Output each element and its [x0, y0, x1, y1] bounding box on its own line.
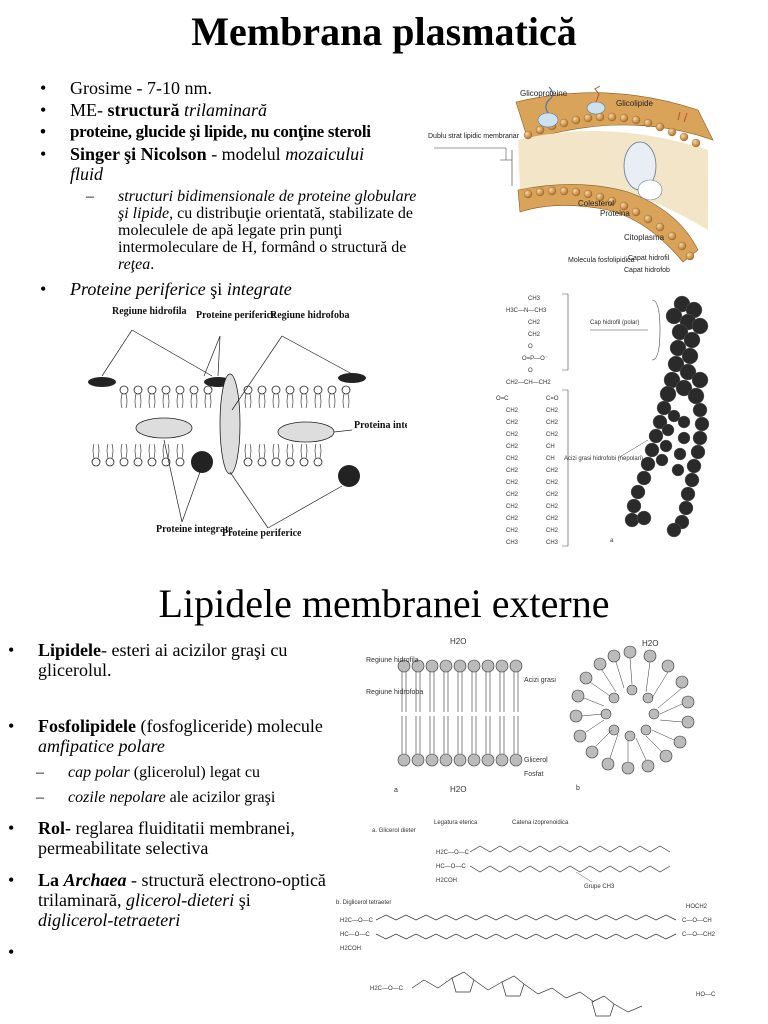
- slide1-bullets: Grosime - 7-10 nm. ME- structură trilami…: [40, 78, 420, 299]
- bullet-me: ME- structură trilaminară: [40, 100, 420, 120]
- svg-text:CH2: CH2: [546, 432, 559, 438]
- label-fosfat: Fosfat: [524, 771, 544, 778]
- svg-text:H2C—O—C: H2C—O—C: [340, 918, 374, 924]
- svg-text:CH3: CH3: [528, 296, 541, 302]
- slide2-bullets: Lipidele- esteri ai acizilor graşi cu gl…: [8, 640, 328, 942]
- archaea-lipids-figure: a. Glicerol dieter Legatura eterica Cate…: [336, 812, 736, 1024]
- svg-text:CH2: CH2: [546, 420, 559, 426]
- label-glicoproteine: Glicoproteine: [520, 89, 568, 98]
- bullet-fosfolipidele: Fosfolipidele (fosfogliceride) molecule …: [8, 716, 328, 756]
- label-regiune-hidrofoba: Regiune hidrofoba: [366, 689, 423, 696]
- bullet-singer: Singer şi Nicolson - modelul mozaicului …: [40, 144, 400, 184]
- svg-text:H2COH: H2COH: [436, 878, 457, 884]
- svg-text:CH2: CH2: [546, 480, 559, 486]
- svg-text:H2C—O—C: H2C—O—C: [436, 850, 470, 856]
- label-colesterol: Colesterol: [578, 199, 614, 208]
- svg-text:CH2: CH2: [506, 420, 519, 426]
- bullet-lipidele: Lipidele- esteri ai acizilor graşi cu gl…: [8, 640, 328, 680]
- bullet-proteine: Proteine periferice şi integrate: [40, 279, 420, 299]
- bullet-archaea: La Archaea - structură electrono-optică …: [8, 870, 328, 930]
- label-h2o-top: H2O: [450, 637, 466, 646]
- label-proteine-periferice-2: Proteine periferice: [222, 528, 302, 539]
- svg-text:CH2: CH2: [528, 320, 541, 326]
- label-acizi-grasi: Acizi grasi: [524, 677, 556, 684]
- sub-bullet-cozile: cozile nepolare ale acizilor graşi: [36, 789, 308, 806]
- label-regiune-hidrofoba: Regiune hidrofoba: [270, 310, 350, 321]
- sub-bullet-cap-polar: cap polar (glicerolul) legat cu: [36, 764, 338, 781]
- label-regiune-hidrofila-1: Regiune hidrofila: [112, 306, 187, 317]
- label-capat-hidrofob: Capat hidrofob: [624, 267, 670, 274]
- svg-text:HOCH2: HOCH2: [686, 904, 708, 910]
- svg-text:CH3: CH3: [546, 540, 559, 546]
- svg-text:CH2: CH2: [546, 492, 559, 498]
- label-citoplasma: Citoplasma: [624, 233, 665, 242]
- svg-text:C—O—CH: C—O—CH: [682, 918, 712, 924]
- slide1-title: Membrana plasmatică: [0, 8, 768, 55]
- label-proteine-periferice-1: Proteine periferice: [196, 310, 276, 321]
- label-glicerol-dieter: a. Glicerol dieter: [372, 828, 416, 834]
- label-letter-a: a: [610, 538, 614, 544]
- svg-text:CH2: CH2: [506, 468, 519, 474]
- fluid-mosaic-diagram: Regiune hidrofila Proteine periferice Re…: [72, 300, 407, 550]
- svg-text:CH2: CH2: [506, 480, 519, 486]
- label-dublu-strat: Dublu strat lipidic membranar: [428, 133, 520, 140]
- svg-text:CH2: CH2: [506, 408, 519, 414]
- svg-text:CH2: CH2: [546, 468, 559, 474]
- svg-text:CH3: CH3: [506, 540, 519, 546]
- svg-text:CH2: CH2: [528, 332, 541, 338]
- svg-text:C—O—CH2: C—O—CH2: [682, 932, 716, 938]
- label-bilayer-a: a: [394, 787, 398, 794]
- bullet-grosime: Grosime - 7-10 nm.: [40, 78, 420, 98]
- label-proteina-integrata: Proteina integrata: [354, 420, 407, 431]
- svg-text:H3C—N—CH3: H3C—N—CH3: [506, 308, 547, 314]
- bullet-rol: Rol- reglarea fluiditatii membranei, per…: [8, 818, 308, 858]
- svg-text:CH2: CH2: [546, 408, 559, 414]
- svg-text:CH2: CH2: [506, 432, 519, 438]
- label-regiune-hidrofila: Regiune hidrofila: [366, 657, 419, 664]
- svg-text:O=P—O⁻: O=P—O⁻: [522, 356, 548, 362]
- label-h2o-bottom: H2O: [450, 785, 466, 794]
- label-capat-hidrofil: Capat hidrofil: [628, 255, 670, 262]
- svg-text:CH2: CH2: [506, 528, 519, 534]
- bilayer-micelle-figure: H2O H2O H2O Regiune hidrofila Regiune hi…: [366, 632, 726, 802]
- svg-text:O: O: [528, 368, 533, 374]
- svg-text:C=O: C=O: [546, 396, 559, 402]
- svg-text:CH2—CH—CH2: CH2—CH—CH2: [506, 380, 551, 386]
- label-cap-hidrofil: Cap hidrofil (polar): [590, 320, 639, 326]
- label-acizi-grasi-hidrofobi: Acizi grasi hidrofobi (nepolari): [564, 456, 643, 462]
- svg-text:CH: CH: [546, 444, 555, 450]
- label-h2o-micelle: H2O: [642, 639, 658, 648]
- label-diglicerol-tetraeter: b. Diglicerol tetraeter: [336, 900, 391, 906]
- svg-text:CH2: CH2: [546, 504, 559, 510]
- label-molecula: Molecula fosfolipidica: [568, 257, 635, 264]
- svg-text:CH2: CH2: [506, 492, 519, 498]
- svg-text:HO—C: HO—C: [696, 992, 716, 998]
- svg-text:CH: CH: [546, 456, 555, 462]
- label-micelle-b: b: [576, 785, 580, 792]
- svg-text:O=C: O=C: [496, 396, 509, 402]
- label-glicerol: Glicerol: [524, 757, 548, 764]
- svg-text:HC—O—C: HC—O—C: [340, 932, 370, 938]
- svg-text:CH2: CH2: [506, 516, 519, 522]
- svg-text:CH2: CH2: [506, 504, 519, 510]
- svg-text:CH2: CH2: [546, 528, 559, 534]
- membrane-3d-figure: Glicoproteine Glicolipide Dublu strat li…: [428, 80, 718, 280]
- label-glicolipide: Glicolipide: [616, 99, 653, 108]
- label-catena-izoprenoidica: Catena izoprenoidica: [512, 820, 569, 826]
- label-legatura-eterica: Legatura eterica: [434, 820, 478, 826]
- svg-text:H2COH: H2COH: [340, 946, 361, 952]
- svg-text:H2C—O—C: H2C—O—C: [370, 986, 404, 992]
- bullet-composition: proteine, glucide şi lipide, nu conţine …: [40, 122, 420, 142]
- svg-text:O: O: [528, 344, 533, 350]
- label-grupe-ch3: Grupe CH3: [584, 884, 615, 890]
- label-proteina: Proteina: [600, 209, 630, 218]
- slide2-title: Lipidele membranei externe: [0, 580, 768, 627]
- svg-text:CH2: CH2: [506, 444, 519, 450]
- sub-bullet-structures: structuri bidimensionale de proteine glo…: [86, 188, 418, 273]
- svg-text:CH2: CH2: [506, 456, 519, 462]
- svg-text:HC—O—C: HC—O—C: [436, 864, 466, 870]
- svg-text:CH2: CH2: [546, 516, 559, 522]
